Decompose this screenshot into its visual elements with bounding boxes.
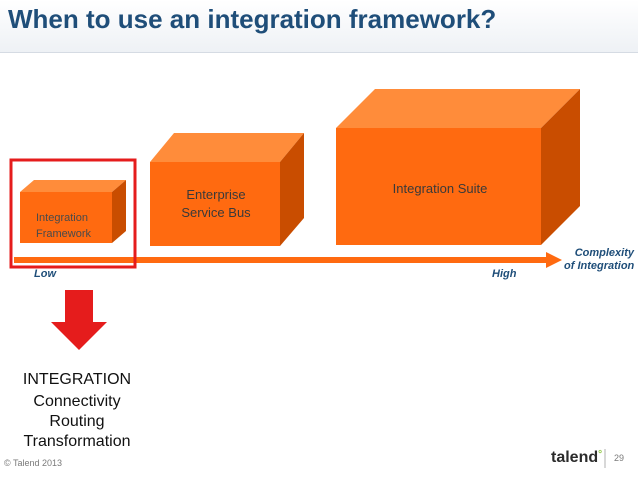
esb-label: Enterprise Service Bus xyxy=(181,187,251,220)
slide-title: When to use an integration framework? xyxy=(8,4,497,34)
down-arrow-icon xyxy=(51,290,107,350)
cube-front-face xyxy=(150,162,280,246)
cube-front-face xyxy=(20,192,112,243)
talend-logo: talend° xyxy=(551,449,602,467)
brand-text: talend xyxy=(551,449,599,466)
axis-high-label: High xyxy=(492,268,517,280)
axis-line xyxy=(14,257,546,263)
complexity-axis-arrow xyxy=(14,252,562,268)
integration-suite-label: Integration Suite xyxy=(392,181,488,196)
integration-framework-label: Integration Framework xyxy=(36,212,92,240)
slide-header: When to use an integration framework? xyxy=(0,0,638,53)
axis-arrowhead xyxy=(546,252,562,268)
esb-cube xyxy=(150,133,304,246)
cube-top-face xyxy=(20,180,126,192)
cube-side-face xyxy=(541,89,580,245)
integration-suite-cube xyxy=(336,89,580,245)
capability-item: Connectivity xyxy=(33,393,121,410)
axis-low-label: Low xyxy=(34,268,56,280)
logo-accent-icon: ° xyxy=(598,449,603,460)
integration-framework-cube xyxy=(20,180,126,243)
cube-top-face xyxy=(336,89,580,128)
axis-name-label: Complexity of Integration xyxy=(564,247,635,272)
highlight-frame xyxy=(9,158,137,269)
capabilities-heading: INTEGRATION xyxy=(22,371,132,388)
cube-front-face xyxy=(336,128,541,245)
capability-item: Transformation xyxy=(23,433,131,450)
capability-item: Routing xyxy=(49,413,105,430)
cube-side-face xyxy=(280,133,304,246)
copyright-text: © Talend 2013 xyxy=(4,458,63,468)
page-number: 29 xyxy=(614,453,625,463)
cube-top-face xyxy=(150,133,304,162)
cube-side-face xyxy=(112,180,126,243)
